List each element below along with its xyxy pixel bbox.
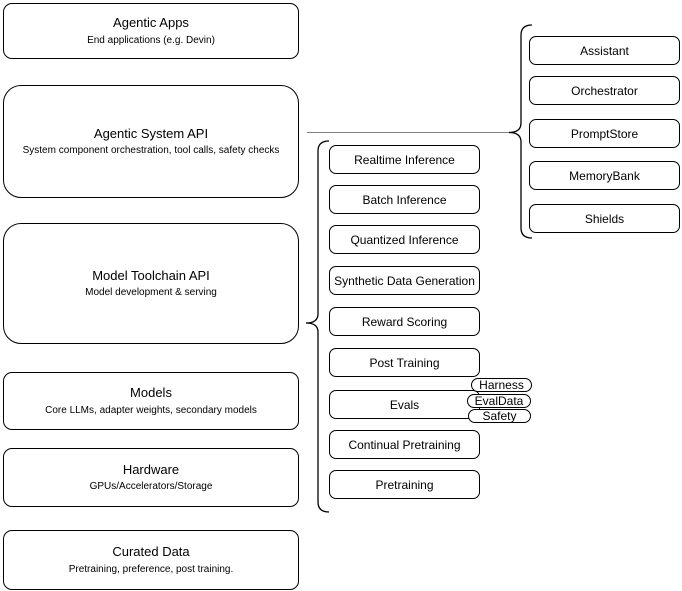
node-label: Assistant xyxy=(580,43,629,58)
node-subtitle: End applications (e.g. Devin) xyxy=(87,34,215,46)
node-label: Orchestrator xyxy=(571,83,638,98)
node-synthetic-data-generation[interactable]: Synthetic Data Generation xyxy=(329,266,480,295)
node-title: Hardware xyxy=(122,461,180,477)
node-model-toolchain-api[interactable]: Model Toolchain API Model development & … xyxy=(3,223,299,344)
node-promptstore[interactable]: PromptStore xyxy=(529,119,680,148)
node-label: Pretraining xyxy=(375,477,434,492)
node-orchestrator[interactable]: Orchestrator xyxy=(529,76,680,105)
node-title: Model Toolchain API xyxy=(92,267,210,283)
node-subtitle: Model development & serving xyxy=(85,287,217,299)
node-models[interactable]: Models Core LLMs, adapter weights, secon… xyxy=(3,372,299,430)
node-label: Evals xyxy=(389,397,420,412)
tag-label: Safety xyxy=(482,409,517,423)
node-quantized-inference[interactable]: Quantized Inference xyxy=(329,225,480,254)
node-label: Realtime Inference xyxy=(354,152,455,167)
middle-column-brace xyxy=(305,140,330,513)
node-assistant[interactable]: Assistant xyxy=(529,36,680,65)
tag-label: Harness xyxy=(479,378,524,392)
tag-safety[interactable]: Safety xyxy=(468,409,531,423)
node-agentic-apps[interactable]: Agentic Apps End applications (e.g. Devi… xyxy=(3,3,299,59)
node-subtitle: Pretraining, preference, post training. xyxy=(68,563,234,575)
node-curated-data[interactable]: Curated Data Pretraining, preference, po… xyxy=(3,530,299,590)
node-label: Quantized Inference xyxy=(350,232,459,247)
node-label: Shields xyxy=(584,211,625,226)
node-label: MemoryBank xyxy=(569,168,640,183)
tag-label: EvalData xyxy=(474,394,524,408)
node-agentic-system-api[interactable]: Agentic System API System component orch… xyxy=(3,85,299,198)
node-memorybank[interactable]: MemoryBank xyxy=(529,161,680,190)
node-label: Batch Inference xyxy=(362,192,447,207)
node-pretraining[interactable]: Pretraining xyxy=(329,470,480,499)
node-label: Continual Pretraining xyxy=(348,437,461,452)
node-realtime-inference[interactable]: Realtime Inference xyxy=(329,145,480,174)
node-post-training[interactable]: Post Training xyxy=(329,348,480,377)
node-evals[interactable]: Evals xyxy=(329,390,480,419)
node-shields[interactable]: Shields xyxy=(529,204,680,233)
tag-harness[interactable]: Harness xyxy=(471,378,532,392)
node-title: Models xyxy=(130,385,172,401)
node-continual-pretraining[interactable]: Continual Pretraining xyxy=(329,430,480,459)
node-label: Reward Scoring xyxy=(361,314,448,329)
node-label: PromptStore xyxy=(570,126,639,141)
node-subtitle: Core LLMs, adapter weights, secondary mo… xyxy=(45,404,257,416)
node-batch-inference[interactable]: Batch Inference xyxy=(329,185,480,214)
tag-evaldata[interactable]: EvalData xyxy=(467,394,531,408)
node-hardware[interactable]: Hardware GPUs/Accelerators/Storage xyxy=(3,448,299,507)
node-subtitle: GPUs/Accelerators/Storage xyxy=(89,481,213,493)
node-reward-scoring[interactable]: Reward Scoring xyxy=(329,307,480,336)
node-subtitle: System component orchestration, tool cal… xyxy=(22,145,280,157)
node-title: Curated Data xyxy=(112,544,190,560)
right-column-brace xyxy=(508,24,533,239)
node-title: Agentic Apps xyxy=(113,15,189,31)
node-title: Agentic System API xyxy=(93,125,209,141)
node-label: Synthetic Data Generation xyxy=(334,273,475,288)
node-label: Post Training xyxy=(369,355,440,370)
